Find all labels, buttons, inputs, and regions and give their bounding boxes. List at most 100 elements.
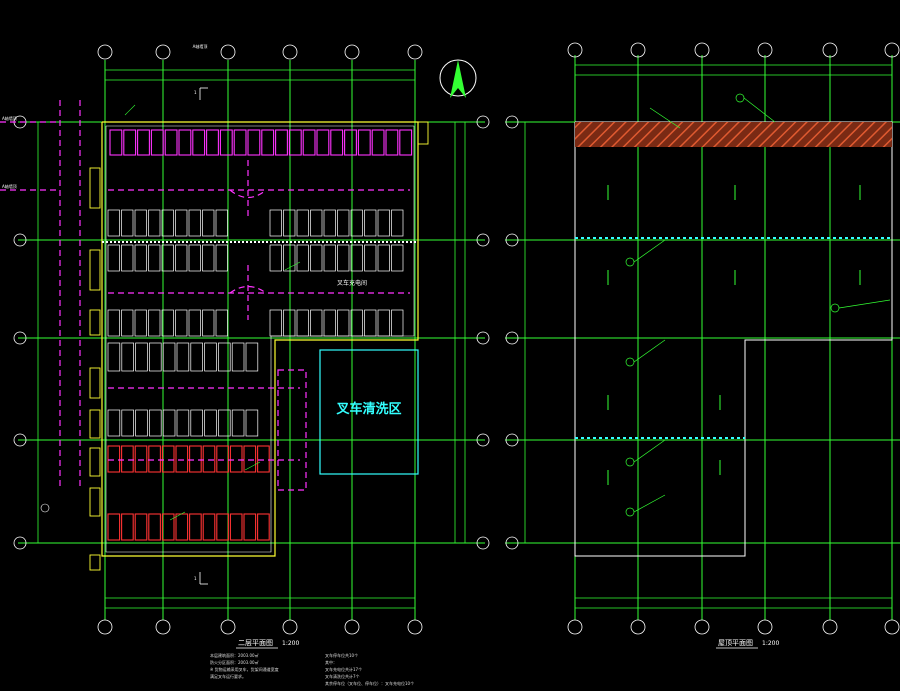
parking-stall <box>243 445 257 473</box>
left-dimensions <box>37 69 466 609</box>
parking-stall <box>135 409 148 437</box>
parking-stall <box>107 445 121 473</box>
parking-stall <box>364 209 377 237</box>
parking-stall <box>134 209 147 237</box>
parking-stall <box>283 244 296 272</box>
parking-stall <box>283 209 296 237</box>
roof-hatch-band <box>575 122 892 147</box>
parking-stall <box>310 309 323 337</box>
parking-stall <box>229 513 243 541</box>
parking-stall <box>337 209 350 237</box>
parking-stall <box>257 513 270 541</box>
parking-stall <box>204 342 217 372</box>
parking-stall <box>357 129 371 156</box>
parking-stall <box>391 244 404 272</box>
left-axis-label-top: A轴墙顶 <box>2 115 17 121</box>
parking-stall <box>175 445 189 473</box>
parking-stall <box>121 513 134 541</box>
parking-stall <box>188 309 201 337</box>
right-plan-title: 屋顶平面图 1:200 <box>716 639 779 649</box>
note-line: 防火分区面积：2003.00㎡ <box>210 659 259 665</box>
parking-stall <box>176 342 190 372</box>
parking-stall <box>269 309 282 337</box>
parking-stall <box>288 129 302 156</box>
parking-stall <box>364 309 377 337</box>
parking-stall <box>176 409 190 437</box>
parking-stall <box>202 513 216 541</box>
parking-stall <box>189 445 202 473</box>
parking-stall <box>148 244 161 272</box>
parking-stall <box>245 342 259 372</box>
parking-stall <box>206 129 219 156</box>
parking-stall <box>202 445 216 473</box>
parking-stall <box>218 342 231 372</box>
parking-stall <box>121 209 134 237</box>
section-mark-bottom: 1 <box>194 572 208 585</box>
parking-stall <box>107 342 121 372</box>
note-line: 叉车充电位共计17个 <box>325 666 362 672</box>
charging-room-label: 叉车充电间 <box>337 279 367 287</box>
svg-text:1:200: 1:200 <box>282 640 299 647</box>
parking-stall <box>257 445 270 473</box>
parking-stall <box>337 309 350 337</box>
parking-stall <box>161 209 174 237</box>
leader-notes <box>40 104 301 521</box>
note-line: 满足叉车运行要求。 <box>210 673 246 679</box>
parking-stall <box>350 209 363 237</box>
parking-stall <box>204 409 217 437</box>
parking-row-magenta <box>109 129 413 156</box>
svg-text:1:200: 1:200 <box>762 640 779 647</box>
parking-rows-white <box>107 209 404 437</box>
parking-stall <box>148 209 161 237</box>
parking-stall <box>190 342 203 372</box>
left-plan: 叉车清洗区 叉车充电间 A轴墙顶 A轴墙顶 A轴墙顶 1 1 二层平面图 1:2… <box>0 43 490 686</box>
parking-stall <box>296 309 309 337</box>
forklift-wash-zone <box>319 349 419 475</box>
parking-stall <box>377 209 390 237</box>
parking-stall <box>245 409 259 437</box>
parking-stall <box>162 409 176 437</box>
parking-rows-red <box>107 445 270 541</box>
roof-leaders <box>625 93 891 517</box>
right-plan: 屋顶平面图 1:200 <box>505 42 900 649</box>
parking-stall <box>175 513 189 541</box>
right-notes-column: 叉车停车位共10个其中：叉车充电位共计17个叉车清洗位共计7个其余停车位（叉车位… <box>325 652 414 686</box>
parking-stall <box>161 309 174 337</box>
top-axis-label: A轴墙顶 <box>193 43 208 49</box>
parking-stall <box>302 129 316 156</box>
parking-stall <box>296 209 309 237</box>
note-line: 叉车停车位共10个 <box>325 652 358 658</box>
parking-stall <box>107 309 120 337</box>
parking-stall <box>107 409 121 437</box>
parking-stall <box>134 513 148 541</box>
parking-stall <box>330 129 344 156</box>
right-dimensions <box>524 64 892 609</box>
parking-stall <box>283 309 296 337</box>
parking-stall <box>344 129 357 156</box>
parking-stall <box>323 244 336 272</box>
parking-stall <box>269 209 282 237</box>
parking-stall <box>377 244 390 272</box>
parking-stall <box>296 244 309 272</box>
parking-stall <box>134 244 147 272</box>
svg-text:屋顶平面图: 屋顶平面图 <box>718 639 753 647</box>
parking-stall <box>350 244 363 272</box>
parking-stall <box>275 129 288 156</box>
roof-drains <box>607 185 861 485</box>
parking-stall <box>134 309 147 337</box>
parking-stall <box>231 409 245 437</box>
parking-stall <box>377 309 390 337</box>
parking-stall <box>135 342 148 372</box>
note-line: ※ 货物运输采用叉车，货架间通道宽度 <box>210 666 279 672</box>
parking-stall <box>229 445 243 473</box>
building-outline <box>101 121 419 557</box>
parking-stall <box>121 309 134 337</box>
parking-stall <box>107 244 120 272</box>
parking-stall <box>269 244 282 272</box>
parking-stall <box>202 244 215 272</box>
parking-stall <box>215 309 228 337</box>
parking-stall <box>189 513 202 541</box>
parking-stall <box>192 129 206 156</box>
